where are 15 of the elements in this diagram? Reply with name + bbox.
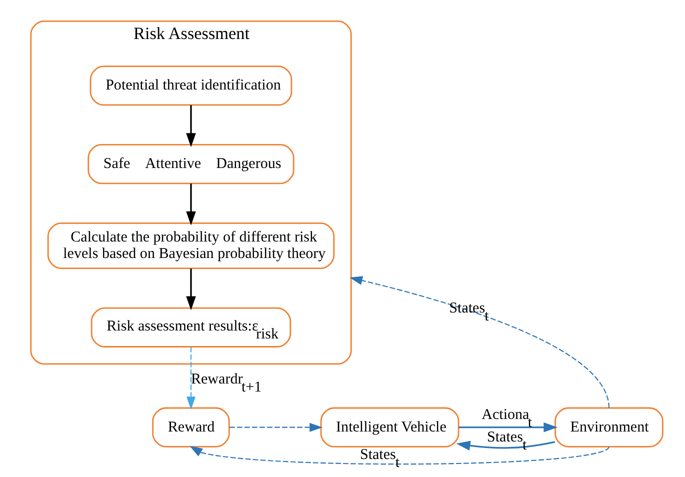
node-box: Safe Attentive Dangerous bbox=[88, 144, 294, 184]
arrow bbox=[186, 105, 196, 148]
arrow bbox=[456, 440, 556, 450]
node-box: Environment bbox=[554, 407, 664, 448]
node-box: Potential threat identification bbox=[90, 66, 292, 106]
arrow bbox=[186, 346, 196, 410]
arrow bbox=[229, 422, 322, 432]
arrow bbox=[350, 276, 610, 408]
arrow bbox=[458, 422, 558, 432]
node-box: Calculate the probability of different risk levels based on Bayesian probability theory bbox=[47, 222, 335, 269]
arrow bbox=[186, 184, 196, 226]
arrow bbox=[190, 446, 610, 465]
node-box: Reward bbox=[152, 407, 230, 448]
node-box: Intelligent Vehicle bbox=[320, 407, 460, 448]
arrow bbox=[186, 268, 196, 310]
